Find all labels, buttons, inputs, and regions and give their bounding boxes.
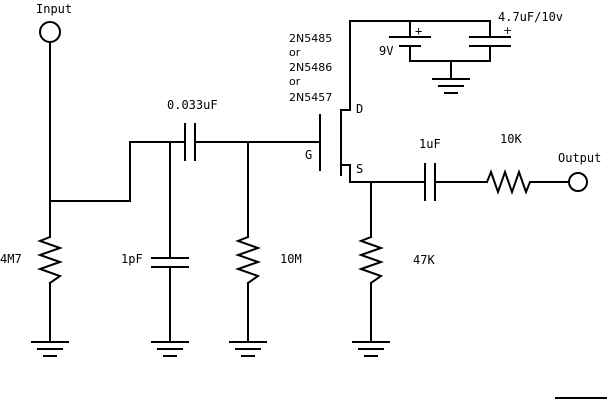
drain-supply-wire bbox=[340, 20, 491, 111]
fet-or-2-label: or bbox=[289, 75, 301, 88]
resistor-10m bbox=[234, 235, 262, 285]
battery-9v bbox=[389, 36, 431, 47]
output-label: Output bbox=[558, 151, 601, 165]
capacitor-1pf bbox=[151, 257, 189, 268]
c-47uf-label: 4.7uF/10v bbox=[498, 10, 563, 24]
fet-or-1-label: or bbox=[289, 46, 301, 59]
r-10m-label: 10M bbox=[280, 252, 302, 266]
ground-symbol-1pf bbox=[151, 341, 189, 357]
input-terminal bbox=[39, 21, 61, 43]
gate-pin-label: G bbox=[305, 148, 312, 162]
bus-wire-left bbox=[49, 141, 186, 202]
c-1uf-label: 1uF bbox=[419, 137, 441, 151]
ground-symbol-10m bbox=[229, 341, 267, 357]
ground-symbol-supply bbox=[432, 78, 470, 94]
fet-model-1-label: 2N5485 bbox=[289, 32, 332, 45]
r-4m7-label: 4M7 bbox=[0, 252, 22, 266]
resistor-4m7 bbox=[36, 235, 64, 285]
capacitor-0033uf bbox=[184, 123, 196, 161]
jfet-transistor bbox=[319, 109, 342, 176]
fet-model-2-label: 2N5486 bbox=[289, 61, 332, 74]
source-wire bbox=[340, 164, 426, 183]
c-0033uf-label: 0.033uF bbox=[167, 98, 218, 112]
resistor-47k bbox=[357, 235, 385, 285]
c-1pf-label: 1pF bbox=[121, 252, 143, 266]
battery-plus-sign: + bbox=[415, 24, 422, 38]
r-47k-label: 47K bbox=[413, 253, 435, 267]
cap-47-plus-sign: + bbox=[503, 24, 512, 37]
capacitor-1uf bbox=[424, 163, 436, 201]
drain-pin-label: D bbox=[356, 102, 363, 116]
battery-9v-label: 9V bbox=[379, 44, 393, 58]
output-terminal bbox=[568, 172, 588, 192]
r-10k-label: 10K bbox=[500, 132, 522, 146]
capacitor-47uf bbox=[469, 36, 511, 47]
resistor-10k bbox=[485, 168, 536, 196]
ground-symbol-47k bbox=[352, 341, 390, 357]
ground-symbol-4m7 bbox=[31, 341, 69, 357]
wires bbox=[49, 20, 607, 399]
source-pin-label: S bbox=[356, 162, 363, 176]
fet-model-3-label: 2N5457 bbox=[289, 91, 332, 104]
input-label: Input bbox=[36, 2, 72, 16]
